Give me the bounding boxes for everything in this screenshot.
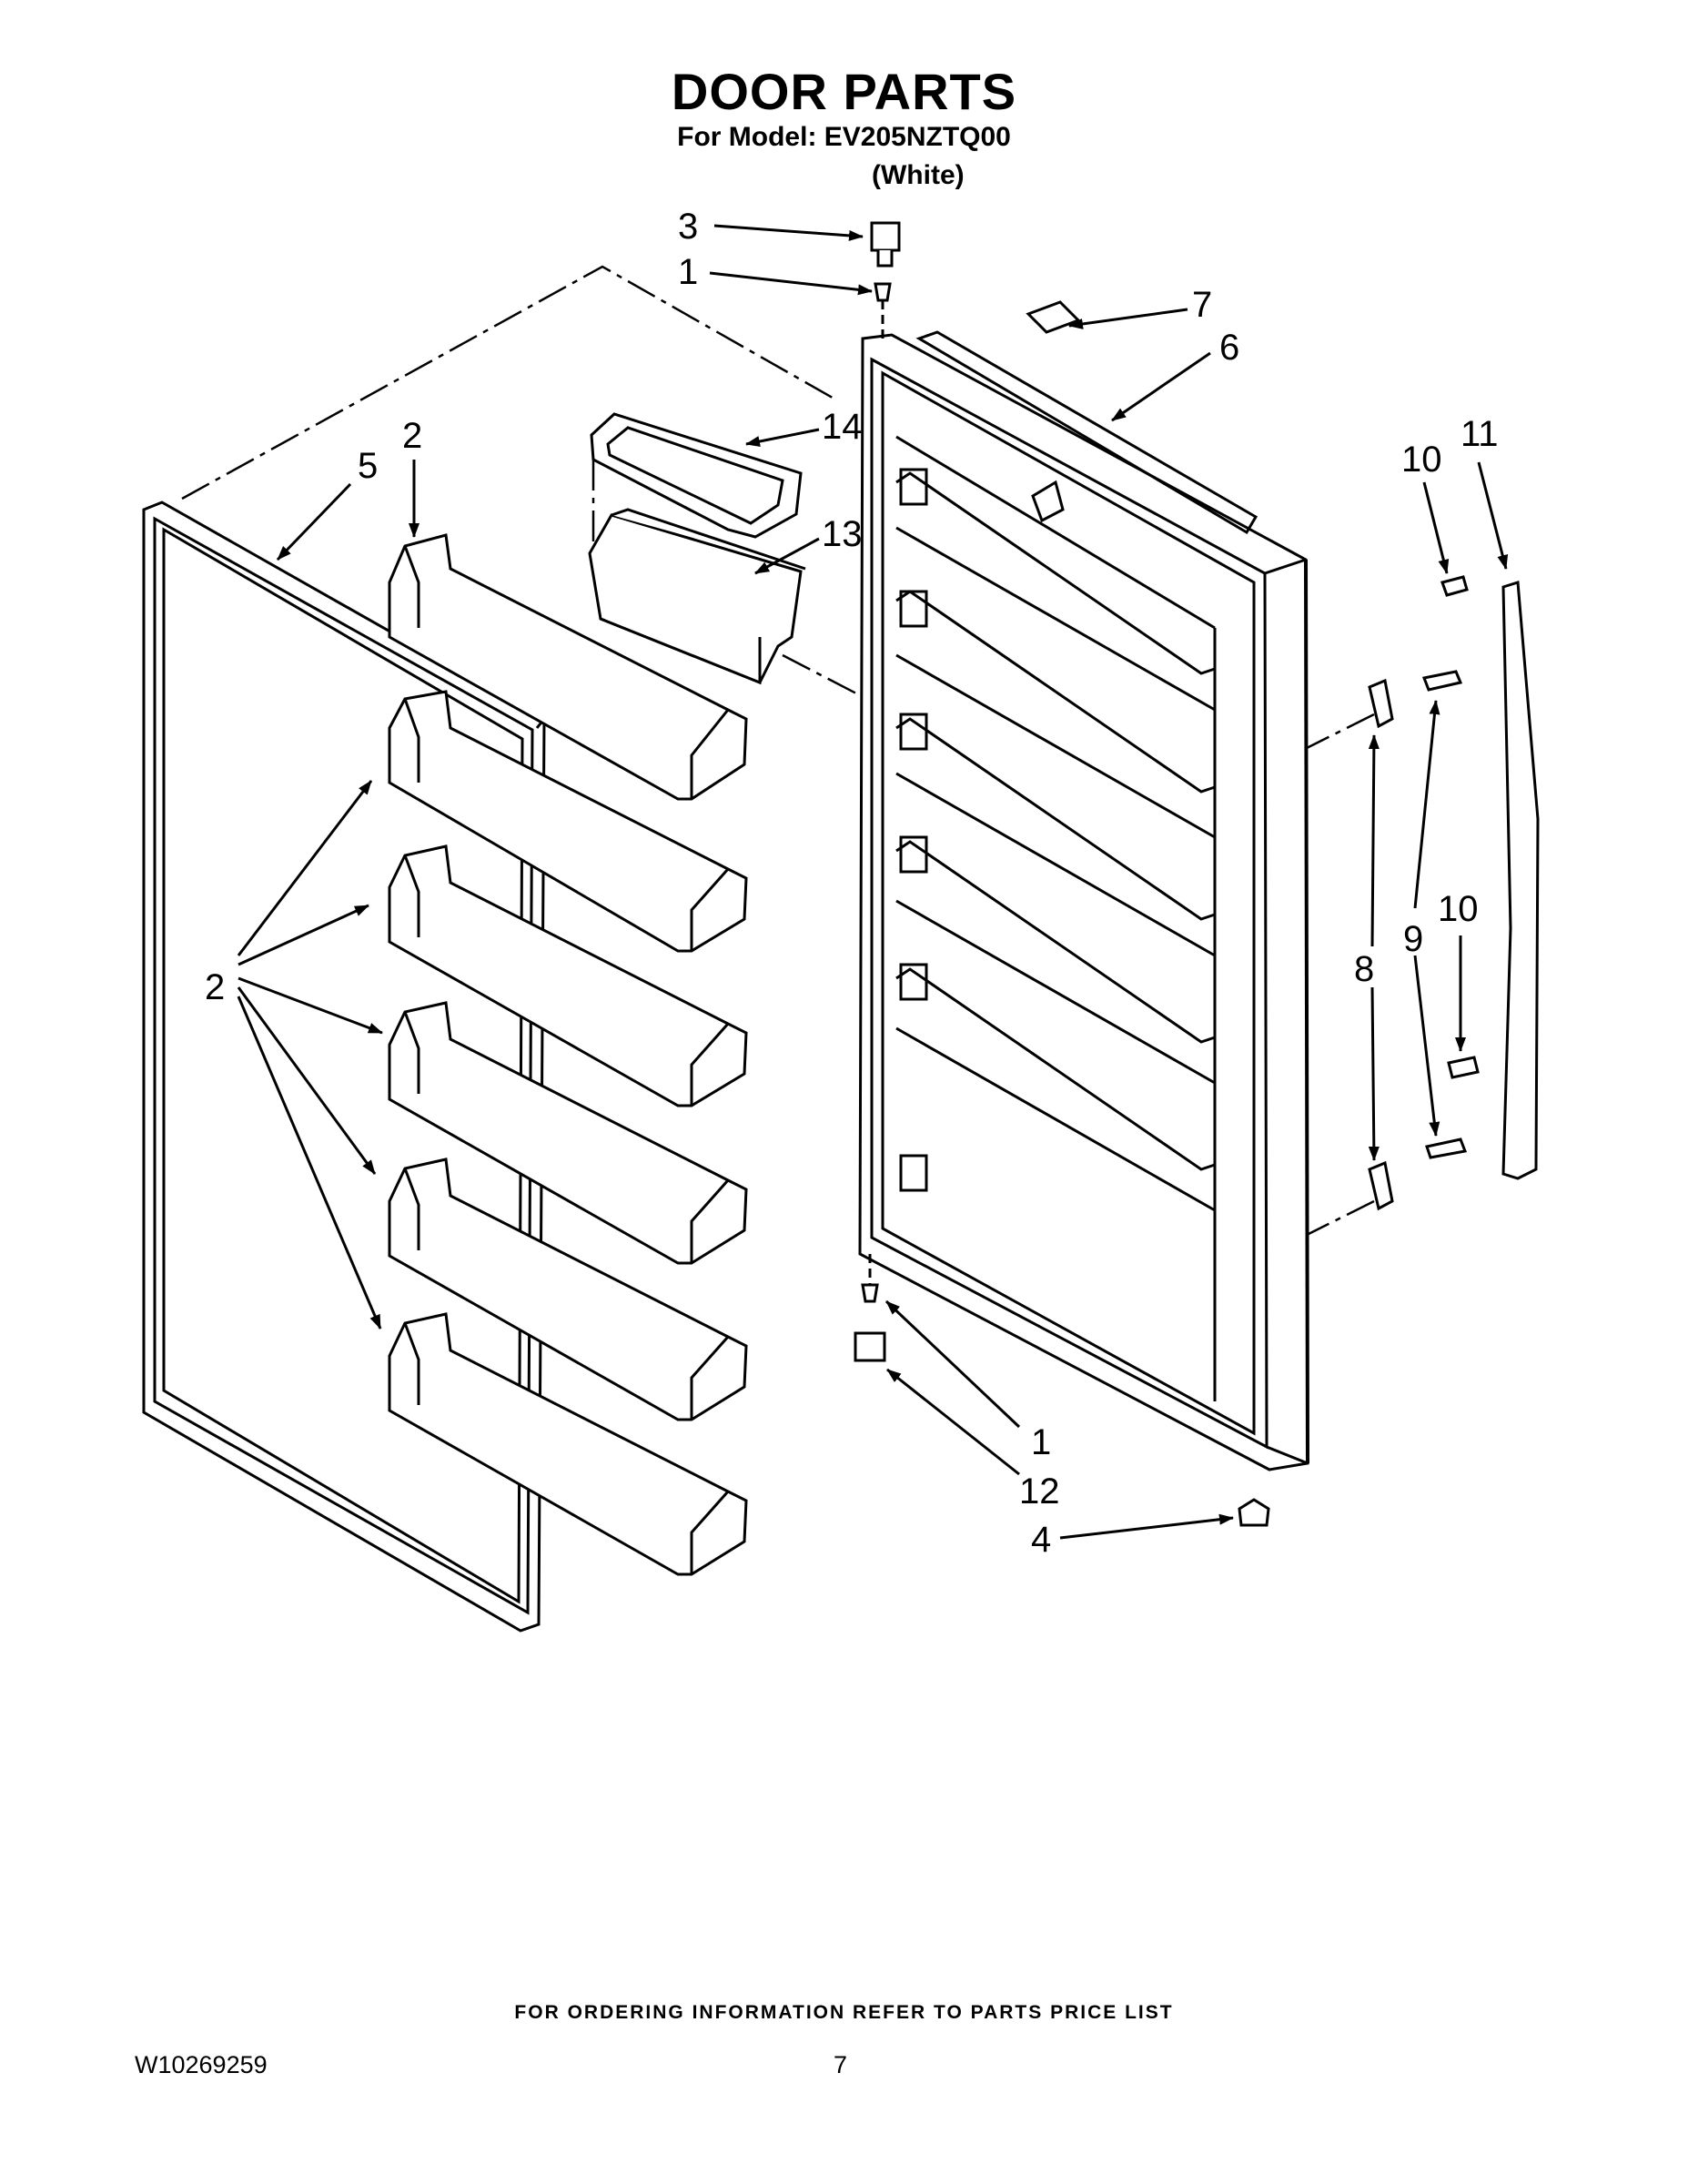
handle-screw-bottom xyxy=(1425,1138,1468,1159)
callout-6: 6 xyxy=(1219,328,1239,368)
callout-labels: 3 1 7 6 14 13 5 2 2 10 11 8 9 10 1 12 4 xyxy=(205,207,1499,1560)
handle-clip-bottom xyxy=(1368,1160,1394,1211)
door-handle xyxy=(1501,581,1540,1180)
bin-cover xyxy=(590,412,803,539)
callout-5: 5 xyxy=(358,446,378,486)
callout-1-bottom: 1 xyxy=(1031,1422,1051,1462)
ordering-note: FOR ORDERING INFORMATION REFER TO PARTS … xyxy=(514,2002,1174,2023)
callout-1-top: 1 xyxy=(678,252,698,292)
callout-2-top: 2 xyxy=(402,416,422,456)
model-line: For Model: EV205NZTQ00 xyxy=(677,122,1011,152)
label-part xyxy=(1026,300,1081,334)
callout-12: 12 xyxy=(1019,1471,1060,1512)
door-shelves xyxy=(388,533,748,1576)
callout-4: 4 xyxy=(1031,1520,1051,1560)
top-hinge-pin xyxy=(874,282,892,302)
door-assembly xyxy=(858,330,1309,1471)
callout-7: 7 xyxy=(1192,285,1212,325)
leader-lines xyxy=(237,224,1509,1540)
callout-11: 11 xyxy=(1461,414,1499,454)
color-line: (White) xyxy=(872,160,965,190)
callout-9: 9 xyxy=(1403,919,1423,959)
plug-top xyxy=(1440,575,1469,597)
bottom-hinge-pin xyxy=(861,1283,879,1303)
handle-screw-top xyxy=(1421,670,1463,692)
callout-3: 3 xyxy=(678,207,698,247)
handle-clip-top xyxy=(1368,678,1394,729)
top-hinge xyxy=(870,221,901,252)
document-number: W10269259 xyxy=(135,2051,268,2078)
hardware xyxy=(854,221,1270,1527)
bottom-hinge xyxy=(854,1331,886,1362)
leveling-leg xyxy=(1238,1498,1270,1527)
callout-8: 8 xyxy=(1354,949,1374,989)
callout-13: 13 xyxy=(822,514,863,554)
plug-bottom xyxy=(1447,1056,1480,1079)
callout-10-bottom: 10 xyxy=(1438,889,1479,929)
callout-2-group: 2 xyxy=(205,967,225,1007)
page-title: DOOR PARTS xyxy=(671,63,1017,120)
page-number: 7 xyxy=(834,2051,848,2078)
callout-10-top: 10 xyxy=(1401,440,1442,480)
door-bin xyxy=(588,508,806,685)
callout-14: 14 xyxy=(822,407,863,447)
handle-hardware xyxy=(1368,575,1540,1211)
